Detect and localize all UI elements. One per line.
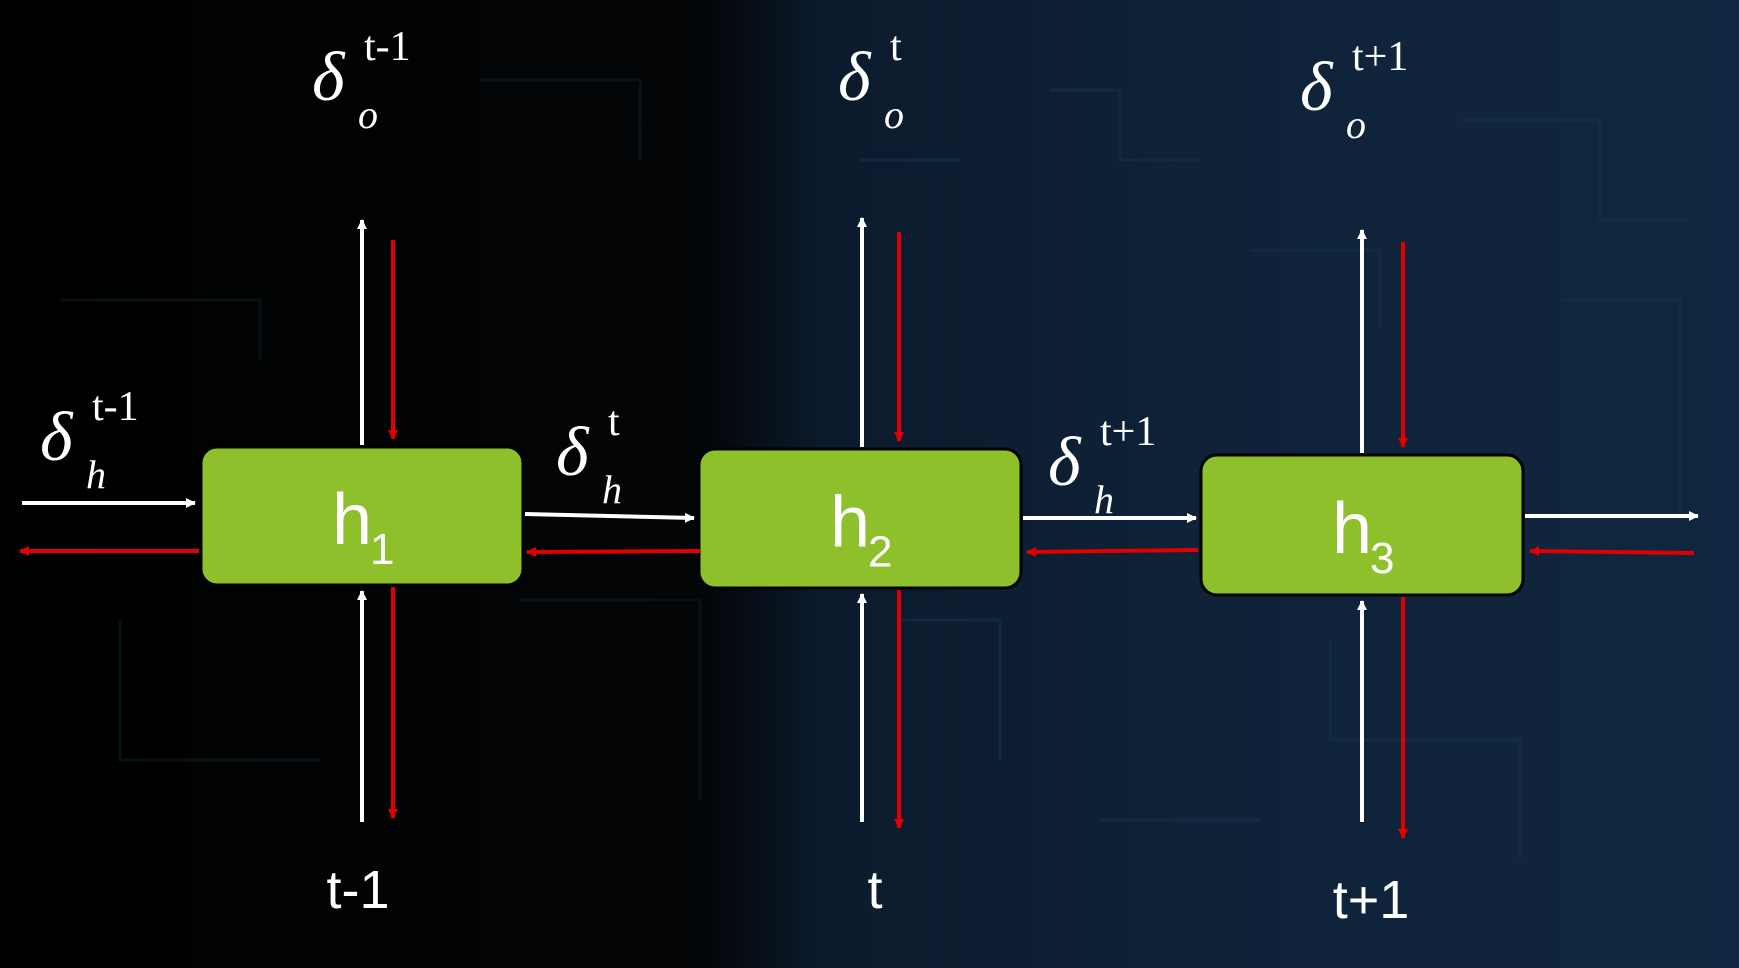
timestep-label-2: t — [867, 860, 882, 920]
node-subscript: 1 — [370, 525, 394, 574]
node-box — [1199, 453, 1525, 597]
delta-subscript: o — [358, 92, 378, 137]
delta-symbol: δ — [40, 399, 74, 476]
delta-superscript: t-1 — [92, 384, 139, 430]
hidden-node-2: h2 — [697, 447, 1023, 590]
delta-superscript: t+1 — [1352, 34, 1408, 80]
node-label: h — [1332, 489, 1372, 569]
timestep-label-3: t+1 — [1333, 870, 1410, 930]
delta-symbol: δ — [1048, 424, 1082, 501]
node-subscript: 2 — [868, 528, 892, 577]
delta-symbol: δ — [556, 414, 590, 491]
hidden-backward-arrow-in — [1529, 546, 1695, 557]
hidden-node-3: h3 — [1199, 453, 1525, 597]
output-delta-label-1: δ t-1 o — [312, 24, 411, 137]
delta-superscript: t — [890, 24, 902, 70]
hidden-forward-arrow-1-2 — [524, 512, 695, 523]
delta-subscript: o — [884, 92, 904, 137]
timestep-label-1: t-1 — [326, 860, 389, 920]
delta-subscript: h — [1094, 477, 1114, 522]
hidden-node-1: h1 — [199, 445, 525, 587]
node-box — [697, 447, 1023, 590]
hidden-backward-arrow-2-1 — [526, 546, 701, 557]
background-circuit-pattern — [60, 78, 1690, 860]
delta-subscript: h — [602, 467, 622, 512]
node-box — [199, 445, 525, 587]
delta-superscript: t — [608, 399, 620, 445]
output-delta-label-3: δ t+1 o — [1300, 34, 1408, 147]
delta-superscript: t+1 — [1100, 409, 1156, 455]
hidden-delta-label-3: δ t+1 h — [1048, 409, 1156, 522]
delta-symbol: δ — [312, 39, 346, 116]
hidden-delta-label-1: δ t-1 h — [40, 384, 139, 497]
node-subscript: 3 — [1370, 534, 1394, 583]
node-label: h — [332, 480, 372, 560]
delta-subscript: o — [1346, 102, 1366, 147]
delta-subscript: h — [86, 452, 106, 497]
node-label: h — [830, 483, 870, 563]
delta-superscript: t-1 — [364, 24, 411, 70]
delta-symbol: δ — [838, 39, 872, 116]
delta-symbol: δ — [1300, 49, 1334, 126]
hidden-backward-arrow-3-2 — [1026, 546, 1199, 557]
